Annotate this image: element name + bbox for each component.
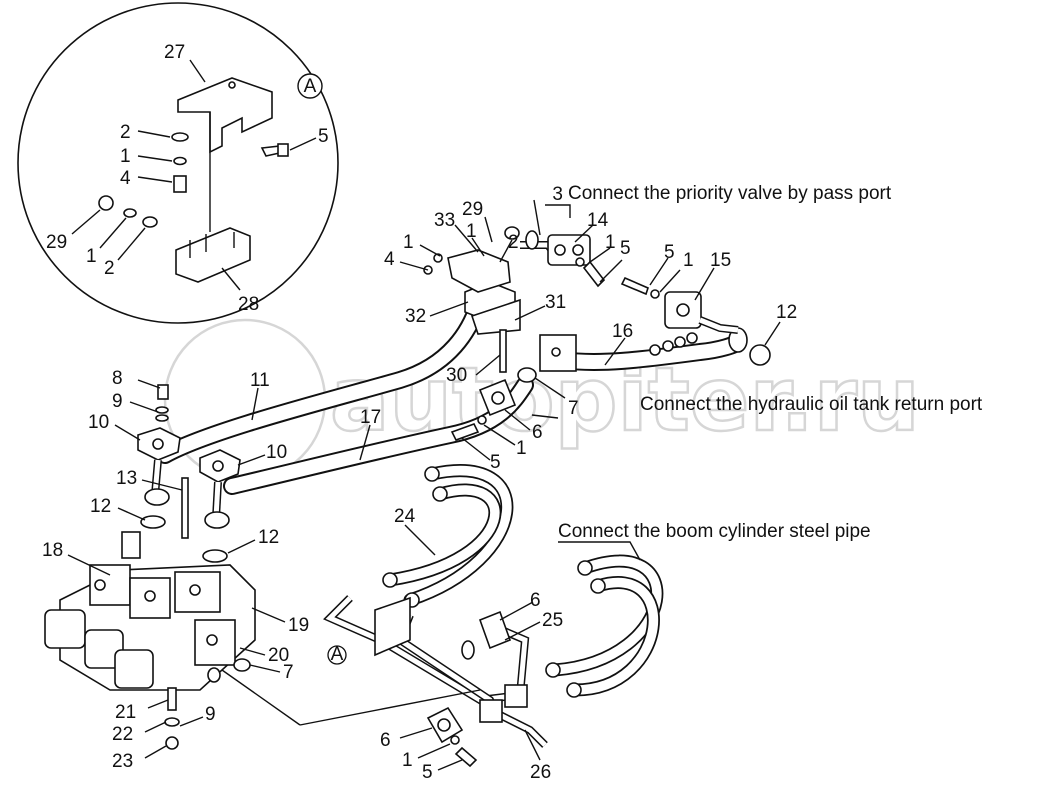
label-7: 7 [568,398,579,419]
detail-circle [17,2,339,324]
label-16: 16 [612,321,633,342]
label-1: 1 [402,750,413,771]
steel-tube-25-26 [221,595,548,748]
label-15: 15 [710,250,731,271]
label-12: 12 [90,496,111,517]
label-1: 1 [605,232,616,253]
label-10: 10 [88,412,109,433]
label-32: 32 [405,306,426,327]
label-2: 2 [104,258,115,279]
hose-boom [545,554,664,698]
label-4: 4 [384,249,395,270]
label-8: 8 [112,368,123,389]
plate-33 [447,249,511,293]
label-9: 9 [205,704,216,725]
label-30: 30 [446,365,467,386]
label-2: 2 [508,232,519,253]
oring-12-a [140,515,166,529]
label-5: 5 [318,126,329,147]
label-23: 23 [112,751,133,772]
ref-marker-text: A [331,644,344,665]
label-6: 6 [532,422,543,443]
label-20: 20 [268,645,289,666]
bolt-13 [181,477,189,539]
label-18: 18 [42,540,63,561]
label-21: 21 [115,702,136,723]
label-2: 2 [120,122,131,143]
label-6: 6 [380,730,391,751]
bracket-a [374,596,411,657]
pipe-16 [539,327,748,372]
note-oil-tank-return: Connect the hydraulic oil tank return po… [640,394,983,415]
label-7: 7 [283,662,294,683]
detail-marker-text: A [304,76,317,97]
label-29: 29 [462,199,483,220]
label-1: 1 [403,232,414,253]
oring-12-b [202,549,228,563]
note-priority-valve: Connect the priority valve by pass port [568,183,892,204]
label-24: 24 [394,506,416,527]
label-27: 27 [164,42,185,63]
bracket-31 [470,298,521,335]
label-11: 11 [250,370,270,391]
bracket-27 [177,77,273,154]
label-29: 29 [46,232,67,253]
label-19: 19 [288,615,309,636]
label-13: 13 [116,468,137,489]
label-9: 9 [112,391,123,412]
label-10: 10 [266,442,287,463]
plate-28 [175,227,251,283]
leader-lines [67,199,781,771]
label-5: 5 [422,762,433,783]
label-17: 17 [360,407,381,428]
oring-7 [517,367,537,383]
label-12: 12 [258,527,279,548]
label-4: 4 [120,168,131,189]
oring-12 [749,344,771,366]
pipe-11 [156,296,487,464]
detail-marker-circle [297,73,323,99]
label-5: 5 [664,242,675,263]
part-labels: 3 29 33 1 2 14 1 5 1 4 5 1 15 12 16 32 3… [42,184,797,783]
label-5: 5 [490,452,501,473]
label-28: 28 [238,294,259,315]
hose-24 [382,464,514,608]
label-25: 25 [542,610,563,631]
oring-3 [504,226,520,240]
label-5: 5 [620,238,631,259]
control-valve-block [44,384,256,750]
label-33: 33 [434,210,455,231]
label-31: 31 [545,292,566,313]
bottom-flange [426,706,478,768]
label-12: 12 [776,302,797,323]
label-22: 22 [112,724,133,745]
upper-fittings [423,226,771,441]
label-1: 1 [466,221,477,242]
label-1: 1 [516,438,527,459]
relief-valve [121,531,141,559]
ref-marker-circle [327,645,347,665]
label-14: 14 [587,210,609,231]
detail-a-view: A 27 2 1 4 5 29 1 2 2 [17,2,339,324]
label-1: 1 [86,246,97,267]
label-6: 6 [530,590,541,611]
label-26: 26 [530,762,551,783]
note-boom-cylinder: Connect the boom cylinder steel pipe [558,521,871,542]
label-3: 3 [552,184,563,205]
label-1: 1 [120,146,131,167]
label-1: 1 [683,250,694,271]
